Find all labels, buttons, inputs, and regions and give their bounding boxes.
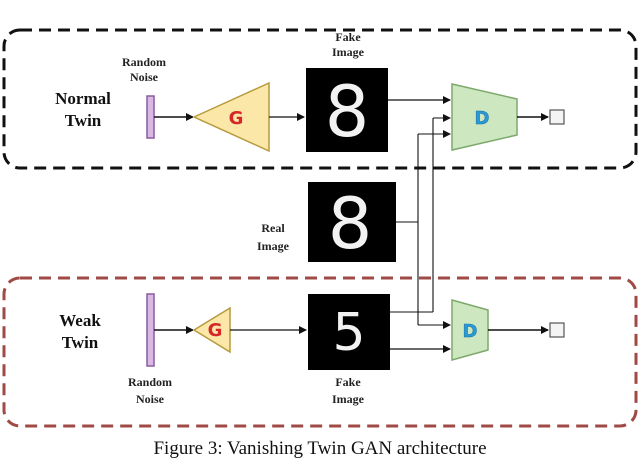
normal-fake-label-line1: Fake [335,30,361,44]
weak-noise-vector [146,293,155,367]
real-image-label-line2: Image [257,239,290,253]
normal-generator-label: G [229,108,244,129]
weak-fake-label-line1: Fake [335,375,361,389]
normal-fake-image [306,68,388,152]
weak-noise-label-line1: Random [128,375,172,389]
weak-discriminator-label: D [463,321,478,342]
normal-fake-digit: 8 [325,71,370,153]
weak-fake-image [308,294,390,370]
real-image-label-line1: Real [261,221,285,235]
normal-twin-label-line1: Normal [55,89,111,108]
normal-noise-label-line2: Noise [130,70,159,84]
weak-noise-label-line2: Noise [136,392,165,406]
weak-twin-panel [2,276,638,428]
weak-generator-label: G [208,320,223,341]
normal-discriminator-label: D [475,108,490,129]
weak-twin-label-line2: Twin [62,333,99,352]
weak-discriminator [451,299,489,361]
normal-noise-label-line1: Random [122,55,166,69]
weak-fake-label-line2: Image [332,392,365,406]
normal-output-box [549,109,565,125]
weak-twin-label-line1: Weak [59,311,101,330]
real-image [308,182,396,262]
normal-twin-panel [2,28,638,170]
weak-fake-digit: 5 [332,303,365,363]
weak-output-box [549,322,565,338]
figure-caption: Figure 3: Vanishing Twin GAN architectur… [153,438,486,459]
normal-twin-label-line2: Twin [65,111,102,130]
normal-fake-label-line2: Image [332,45,365,59]
normal-discriminator [451,83,518,151]
real-image-digit: 8 [328,183,373,265]
normal-noise-vector [146,95,155,139]
